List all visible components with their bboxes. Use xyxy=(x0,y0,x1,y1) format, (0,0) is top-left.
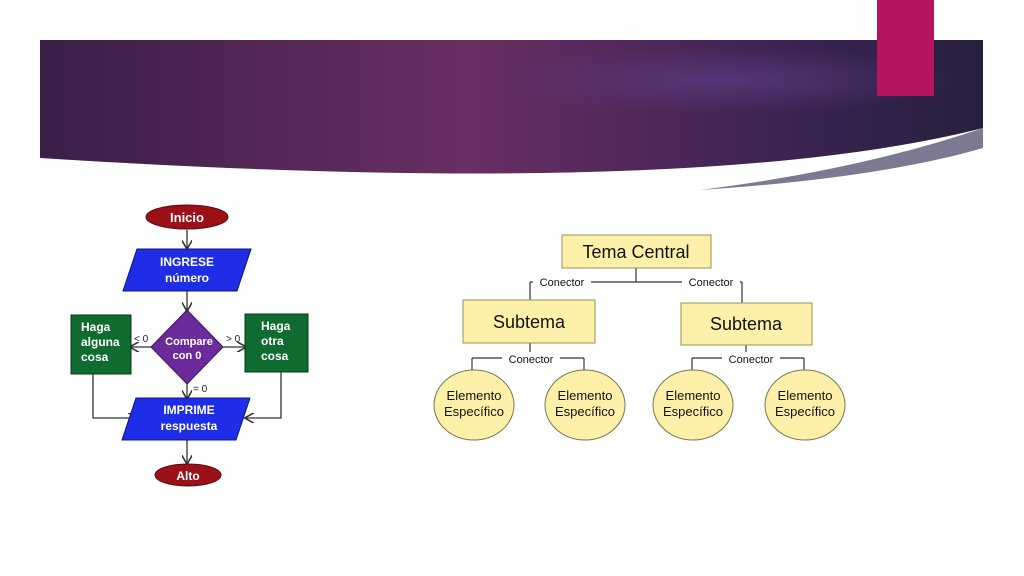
svg-text:INGRESE: INGRESE xyxy=(160,255,214,269)
svg-text:Haga: Haga xyxy=(81,320,111,334)
svg-text:Tema Central: Tema Central xyxy=(582,242,689,262)
central-topic-box: Tema Central xyxy=(561,234,712,269)
subtopic-box-right: Subtema xyxy=(680,302,813,346)
svg-text:IMPRIME: IMPRIME xyxy=(163,403,214,417)
svg-text:Elemento: Elemento xyxy=(666,388,721,403)
svg-text:Elemento: Elemento xyxy=(558,388,613,403)
branch-greater-label: > 0 xyxy=(226,334,241,345)
svg-text:Alto: Alto xyxy=(176,469,199,483)
element-circle-4: Elemento Específico xyxy=(764,369,846,441)
start-terminal: Inicio xyxy=(145,204,229,230)
flowchart xyxy=(92,230,282,463)
svg-text:número: número xyxy=(165,271,209,285)
svg-text:otra: otra xyxy=(261,334,284,348)
svg-text:Conector: Conector xyxy=(689,277,734,289)
element-circle-2: Elemento Específico xyxy=(544,369,626,441)
svg-text:alguna: alguna xyxy=(81,335,120,349)
svg-text:Conector: Conector xyxy=(729,354,774,366)
svg-text:con 0: con 0 xyxy=(173,350,202,362)
header-banner xyxy=(40,40,983,190)
svg-text:Conector: Conector xyxy=(540,277,585,289)
svg-text:Específico: Específico xyxy=(555,404,615,419)
svg-text:Específico: Específico xyxy=(663,404,723,419)
element-circle-3: Elemento Específico xyxy=(652,369,734,441)
decision-diamond: Compare con 0 xyxy=(150,309,224,385)
svg-text:Conector: Conector xyxy=(509,354,554,366)
svg-text:cosa: cosa xyxy=(261,349,289,363)
right-process: Haga otra cosa xyxy=(244,313,309,373)
element-circle-1: Elemento Específico xyxy=(433,369,515,441)
branch-equal-label: = 0 xyxy=(193,384,208,395)
svg-text:Haga: Haga xyxy=(261,319,291,333)
output-parallelogram: IMPRIME respuesta xyxy=(121,397,251,441)
subtopic-box-left: Subtema xyxy=(462,299,596,344)
svg-text:respuesta: respuesta xyxy=(161,419,218,433)
svg-text:Compare: Compare xyxy=(165,336,213,348)
accent-tab xyxy=(877,0,934,96)
connector-labels: Conector Conector Conector Conector xyxy=(502,275,780,366)
svg-text:Inicio: Inicio xyxy=(170,210,204,225)
branch-less-label: < 0 xyxy=(134,334,149,345)
svg-text:Subtema: Subtema xyxy=(493,312,566,332)
svg-text:Subtema: Subtema xyxy=(710,314,783,334)
svg-text:Elemento: Elemento xyxy=(447,388,502,403)
input-parallelogram: INGRESE número xyxy=(122,248,252,292)
svg-text:Elemento: Elemento xyxy=(778,388,833,403)
left-process: Haga alguna cosa xyxy=(70,314,132,375)
svg-text:Específico: Específico xyxy=(444,404,504,419)
svg-text:Específico: Específico xyxy=(775,404,835,419)
svg-text:cosa: cosa xyxy=(81,350,109,364)
end-terminal: Alto xyxy=(154,463,222,487)
